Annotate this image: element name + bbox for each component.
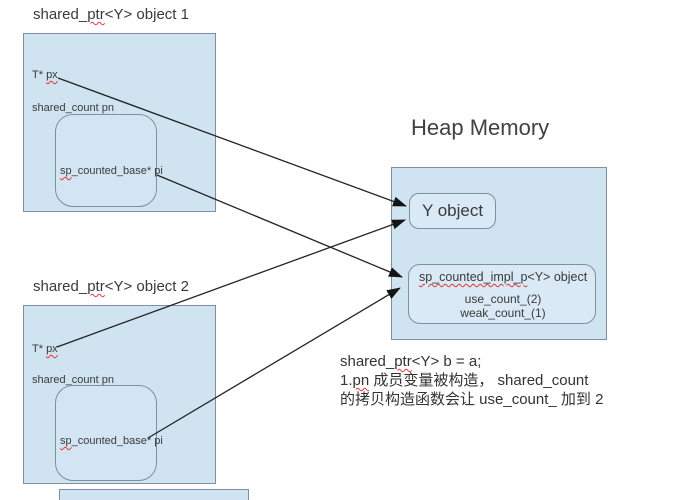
- annotation-part: 成员变量被构造， shared_count: [369, 372, 589, 389]
- annotation-part: shared_: [340, 353, 395, 370]
- partial-box-bottom: [59, 489, 249, 500]
- pn-misspelled: pn: [101, 374, 114, 386]
- heap-memory-box: Y object sp_counted_impl_p<Y> object use…: [391, 167, 607, 340]
- heap-memory-title: Heap Memory: [411, 115, 550, 140]
- annotation-line1: shared_ptr<Y> b = a;: [340, 352, 603, 371]
- use-count-value: use_count_(2): [464, 292, 542, 306]
- sp-counted-impl-rect: sp_counted_impl_p<Y> object use_count_(2…: [408, 264, 596, 324]
- object1-box: T* px shared_count pn sp_counted_base* p…: [23, 33, 216, 212]
- object1-px-field: T* px: [32, 69, 58, 82]
- object2-px-field: T* px: [32, 343, 58, 356]
- px-label: T*: [32, 69, 47, 81]
- pn-label: shared_count: [32, 102, 102, 114]
- object1-title-part: shared_: [33, 6, 88, 23]
- px-label: T*: [32, 343, 47, 355]
- pi-label: _counted_base* pi: [71, 165, 163, 177]
- object1-pn-field: shared_count pn: [32, 102, 114, 115]
- code-annotation: shared_ptr<Y> b = a; 1.pn 成员变量被构造， share…: [340, 352, 603, 409]
- annotation-misspelled: ptr: [394, 353, 412, 370]
- annotation-part: 1.: [340, 372, 353, 389]
- object2-title-part: shared_: [33, 278, 88, 295]
- object2-shared-count-rect: [55, 385, 157, 481]
- impl-label: <Y> object: [527, 270, 588, 284]
- y-object-rect: Y object: [409, 193, 496, 229]
- object2-pn-field: shared_count pn: [32, 374, 114, 387]
- pn-label: shared_count: [32, 374, 102, 386]
- px-misspelled: px: [46, 343, 58, 355]
- annotation-misspelled: pn: [352, 372, 370, 389]
- pn-misspelled: pn: [101, 102, 114, 114]
- pi-misspelled: sp: [60, 165, 72, 177]
- pi-label: _counted_base* pi: [71, 435, 163, 447]
- annotation-part: <Y> b = a;: [411, 353, 482, 370]
- object2-box: T* px shared_count pn sp_counted_base* p…: [23, 305, 216, 484]
- object1-title: shared_ptr<Y> object 1: [33, 6, 189, 23]
- object1-title-misspelled: ptr: [87, 6, 105, 23]
- object2-title-misspelled: ptr: [87, 278, 105, 295]
- weak-count-value: weak_count_(1): [460, 306, 546, 320]
- annotation-line3: 的拷贝构造函数会让 use_count_ 加到 2: [340, 391, 604, 408]
- impl-misspelled: sp_counted_impl_p: [419, 270, 528, 284]
- pi-misspelled: sp: [60, 435, 72, 447]
- object2-pi-field: sp_counted_base* pi: [60, 435, 163, 448]
- annotation-line2: 1.pn 成员变量被构造， shared_count: [340, 371, 603, 390]
- impl-title: sp_counted_impl_p<Y> object: [419, 270, 587, 284]
- object1-shared-count-rect: [55, 114, 157, 207]
- px-misspelled: px: [46, 69, 58, 81]
- object2-title-part: <Y> object 2: [104, 278, 189, 295]
- object1-title-part: <Y> object 1: [104, 6, 189, 23]
- object2-title: shared_ptr<Y> object 2: [33, 278, 189, 295]
- object1-pi-field: sp_counted_base* pi: [60, 165, 163, 178]
